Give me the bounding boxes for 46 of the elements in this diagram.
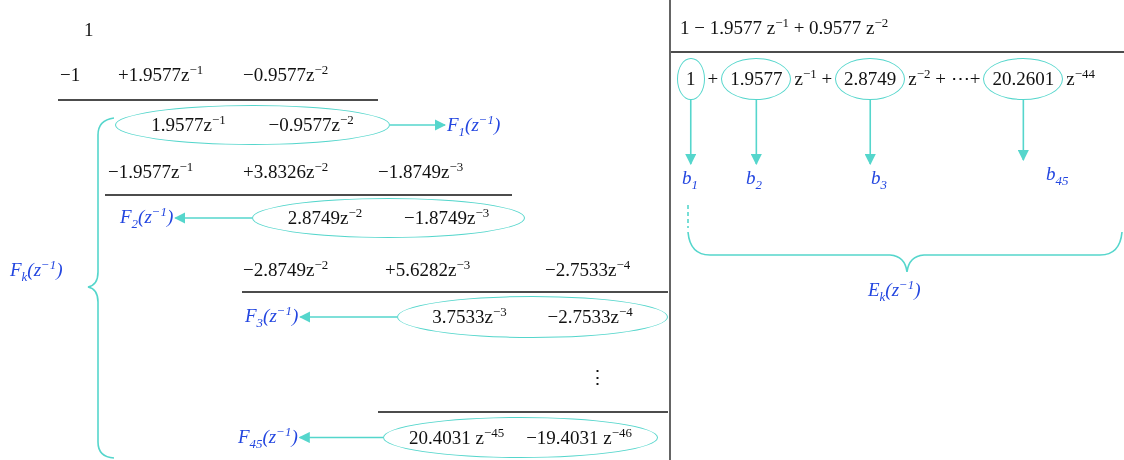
function-label: F$_{3}$(z$^{−1}$) — [245, 304, 299, 328]
vertical-ellipsis: ⋮ — [588, 366, 607, 390]
arrow — [299, 311, 398, 323]
polynomial-term: −1.8749z$^{−3}$ — [378, 160, 464, 184]
polynomial-term: −0.9577z$^{−2}$ — [243, 63, 329, 87]
polynomial-term: z$^{−1}$ + — [793, 67, 834, 91]
polynomial-term: +5.6282z$^{−3}$ — [385, 258, 471, 282]
coefficient-label: b$_{1}$ — [682, 166, 698, 190]
polynomial-term: −2.7533z$^{−4}$ — [547, 305, 633, 329]
arrow — [174, 212, 253, 224]
polynomial-term: 1 − 1.9577 z$^{−1}$ + 0.9577 z$^{−2}$ — [680, 16, 889, 40]
arrow — [750, 99, 762, 166]
coefficient: 1.9577 — [730, 68, 783, 90]
coefficient-label: b$_{2}$ — [746, 166, 762, 190]
polynomial-term: −0.9577z$^{−2}$ — [268, 113, 354, 137]
arrow — [389, 119, 447, 131]
polynomial-term: 1 — [84, 18, 94, 42]
polynomial-term: 3.7533z$^{−3}$ — [432, 305, 507, 329]
polynomial-term: 1.9577z$^{−1}$ — [151, 113, 226, 137]
polynomial-term: +3.8326z$^{−2}$ — [243, 160, 329, 184]
arrow — [298, 431, 384, 444]
function-label: F$_{k}$(z$^{−1}$) — [10, 258, 63, 282]
arrow — [685, 99, 697, 166]
coefficient-label: b$_{3}$ — [871, 166, 887, 190]
function-label: E$_{k}$(z$^{−1}$) — [868, 278, 921, 302]
function-label: F$_{2}$(z$^{−1}$) — [120, 205, 174, 229]
polynomial-term: z$^{−44}$ — [1065, 67, 1096, 91]
polynomial-term: −2.7533z$^{−4}$ — [545, 258, 631, 282]
polynomial-term: 20.4031 z$^{−45}$ — [409, 425, 505, 450]
arrow — [864, 99, 876, 166]
polynomial-term: −19.4031 z$^{−46}$ — [526, 425, 632, 450]
polynomial-term: −1.9577z$^{−1}$ — [108, 160, 194, 184]
polynomial-term: −2.8749z$^{−2}$ — [243, 258, 329, 282]
polynomial-term: −1 — [60, 63, 81, 87]
coefficient: 1 — [686, 68, 696, 90]
arrow — [1017, 99, 1029, 162]
coefficient-label: b$_{45}$ — [1046, 162, 1069, 186]
coefficient: 2.8749 — [844, 68, 897, 90]
function-label: F$_{45}$(z$^{−1}$) — [238, 425, 298, 449]
polynomial-term: −1.8749z$^{−3}$ — [404, 206, 490, 230]
polynomial-term: z$^{−2}$ + ⋯+ — [907, 67, 982, 91]
polynomial-term: + — [706, 67, 720, 91]
polynomial-term: 2.8749z$^{−2}$ — [287, 206, 363, 230]
coefficient: 20.2601 — [992, 68, 1055, 90]
function-label: F$_{1}$(z$^{−1}$) — [447, 113, 501, 137]
polynomial-term: +1.9577z$^{−1}$ — [118, 63, 204, 87]
